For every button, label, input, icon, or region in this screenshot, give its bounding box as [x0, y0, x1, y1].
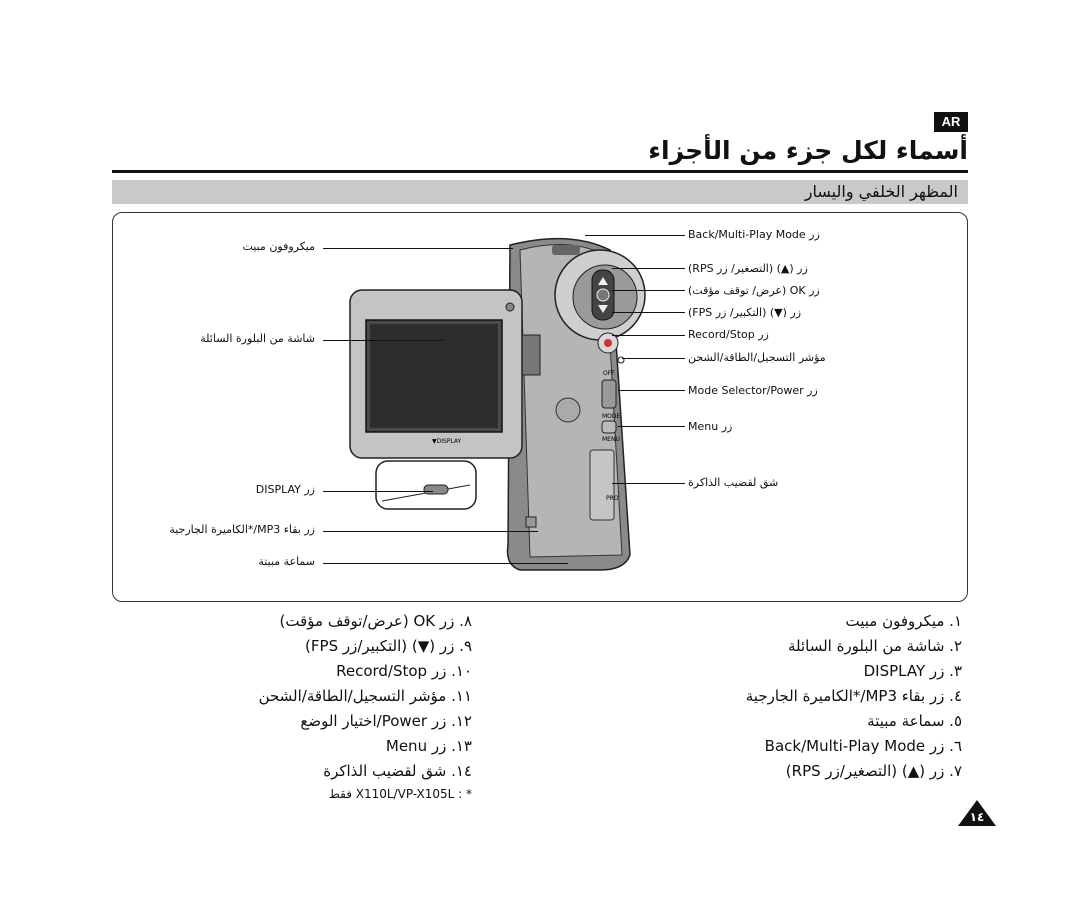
callout-12: زر Mode Selector/Power: [688, 384, 818, 397]
callout-line-1: [323, 248, 513, 249]
mode-label: MODE: [602, 413, 621, 420]
parts-list-left: ٨. زر OK (عرض/توقف مؤقت) ٩. زر (▼) (التك…: [172, 612, 472, 809]
list-item: ٢. شاشة من البلورة السائلة: [787, 637, 962, 655]
callout-8: زر OK (عرض/ توقف مؤقت): [688, 284, 820, 297]
callout-9: زر (▼) (التكبير/ زر FPS): [688, 306, 802, 319]
callout-line-8: [612, 290, 685, 291]
callout-line-13: [618, 426, 685, 427]
callout-6: زر Back/Multi-Play Mode: [688, 228, 820, 241]
callout-line-14: [612, 483, 685, 484]
list-item: ٧. زر (▲) (التصغير/زر RPS): [785, 762, 962, 780]
display-label: ▼DISPLAY: [432, 438, 462, 445]
callout-14: شق لقضيب الذاكرة: [688, 476, 779, 489]
callout-3: زر DISPLAY: [255, 483, 315, 496]
callout-line-2: [323, 340, 443, 341]
callout-2: شاشة من البلورة السائلة: [200, 332, 315, 345]
callout-line-6: [585, 235, 685, 236]
callout-line-12: [618, 390, 685, 391]
camcorder-illustration: OFF MODE MENU PRO ▼DISPLAY: [349, 237, 646, 571]
list-item: ٣. زر DISPLAY: [863, 662, 962, 680]
callout-5: سماعة مبيتة: [258, 555, 315, 568]
list-item: ٩. زر (▼) (التكبير/زر FPS): [305, 637, 472, 655]
footnote: * : X110L/VP-X105L فقط: [328, 787, 472, 801]
off-label: OFF: [603, 370, 615, 377]
callout-line-4: [323, 531, 538, 532]
parts-list-right: ١. ميكروفون مبيت ٢. شاشة من البلورة السا…: [662, 612, 962, 787]
list-item: ٥. سماعة مبيتة: [867, 712, 962, 730]
list-item: ١١. مؤشر التسجيل/الطاقة/الشحن: [258, 687, 472, 705]
list-item: ١٢. زر Power/اختيار الوضع: [300, 712, 472, 730]
page-number-marker: [958, 800, 996, 826]
section-title: المظهر الخلفي واليسار: [804, 182, 958, 201]
callout-13: زر Menu: [688, 420, 733, 433]
callout-line-10: [612, 335, 685, 336]
callout-line-5: [323, 563, 568, 564]
display-button-inset: [375, 460, 477, 510]
list-item: ١٠. زر Record/Stop: [336, 662, 472, 680]
callout-line-7: [612, 268, 685, 269]
title-rule: [112, 170, 968, 173]
list-item: ١٣. زر Menu: [385, 737, 472, 755]
list-item: ١٤. شق لقضيب الذاكرة: [323, 762, 472, 780]
callout-10: زر Record/Stop: [688, 328, 769, 341]
list-item: ١. ميكروفون مبيت: [845, 612, 962, 630]
callout-line-3: [323, 491, 433, 492]
pro-label: PRO: [606, 495, 619, 502]
callout-line-9: [612, 312, 685, 313]
callout-11: مؤشر التسجيل/الطاقة/الشحن: [688, 351, 826, 364]
page-title: أسماء لكل جزء من الأجزاء: [648, 136, 968, 165]
list-item: ٤. زر بقاء MP3/*الكاميرة الجارجية: [745, 687, 962, 705]
page-number: ١٤: [969, 810, 985, 824]
section-bar: المظهر الخلفي واليسار: [112, 180, 968, 204]
callout-1: ميكروفون مبيت: [242, 240, 315, 253]
callout-7: زر (▲) (التصغير/ زر RPS): [688, 262, 808, 275]
language-badge: AR: [934, 112, 968, 132]
list-item: ٨. زر OK (عرض/توقف مؤقت): [279, 612, 472, 630]
callout-line-11: [622, 358, 685, 359]
callout-4: زر بقاء MP3/*الكاميرة الجارجية: [169, 523, 315, 536]
list-item: ٦. زر Back/Multi-Play Mode: [764, 737, 962, 755]
menu-label: MENU: [602, 436, 620, 443]
